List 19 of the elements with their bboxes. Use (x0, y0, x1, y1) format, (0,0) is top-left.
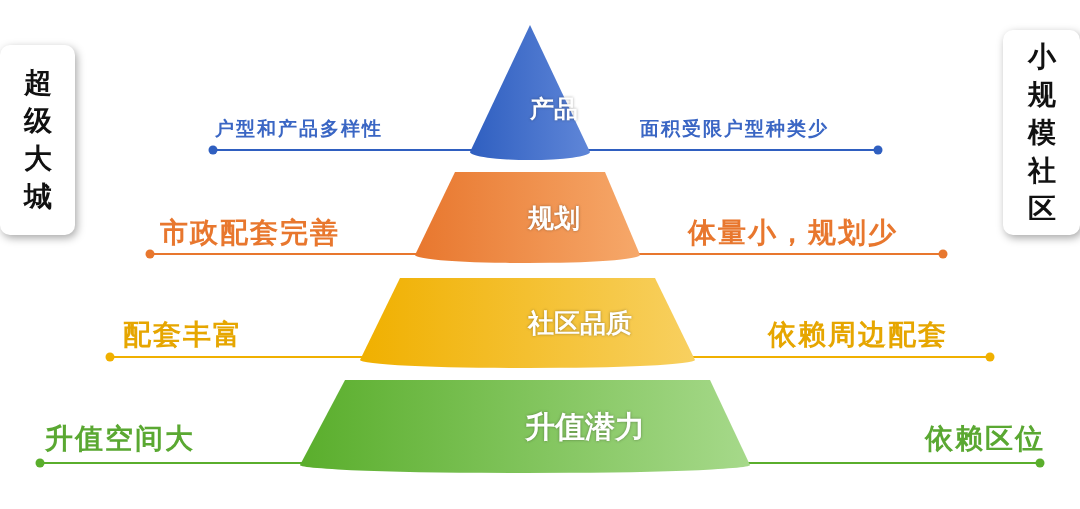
side-label: 升值空间大 (45, 421, 195, 457)
pyramid-tier (300, 380, 750, 473)
side-label: 面积受限户型种类少 (640, 116, 829, 141)
side-tab (0, 45, 75, 235)
side-label: 体量小，规划少 (688, 215, 898, 251)
side-label: 依赖周边配套 (768, 317, 948, 353)
tier-label: 升值潜力 (525, 408, 645, 446)
side-label: 依赖区位 (925, 421, 1045, 457)
side-label: 配套丰富 (123, 317, 243, 353)
tab-title: 小规模社区 (1026, 38, 1057, 227)
tier-label: 规划 (527, 201, 580, 235)
tab-title: 超级大城 (22, 65, 53, 215)
pyramid-tier (470, 25, 590, 160)
side-tab (1003, 30, 1080, 235)
pyramid-tier (360, 278, 695, 368)
pyramid-tier (415, 172, 640, 263)
side-label: 市政配套完善 (160, 215, 340, 251)
side-label: 户型和产品多样性 (215, 116, 383, 141)
tier-label: 社区品质 (527, 307, 632, 341)
